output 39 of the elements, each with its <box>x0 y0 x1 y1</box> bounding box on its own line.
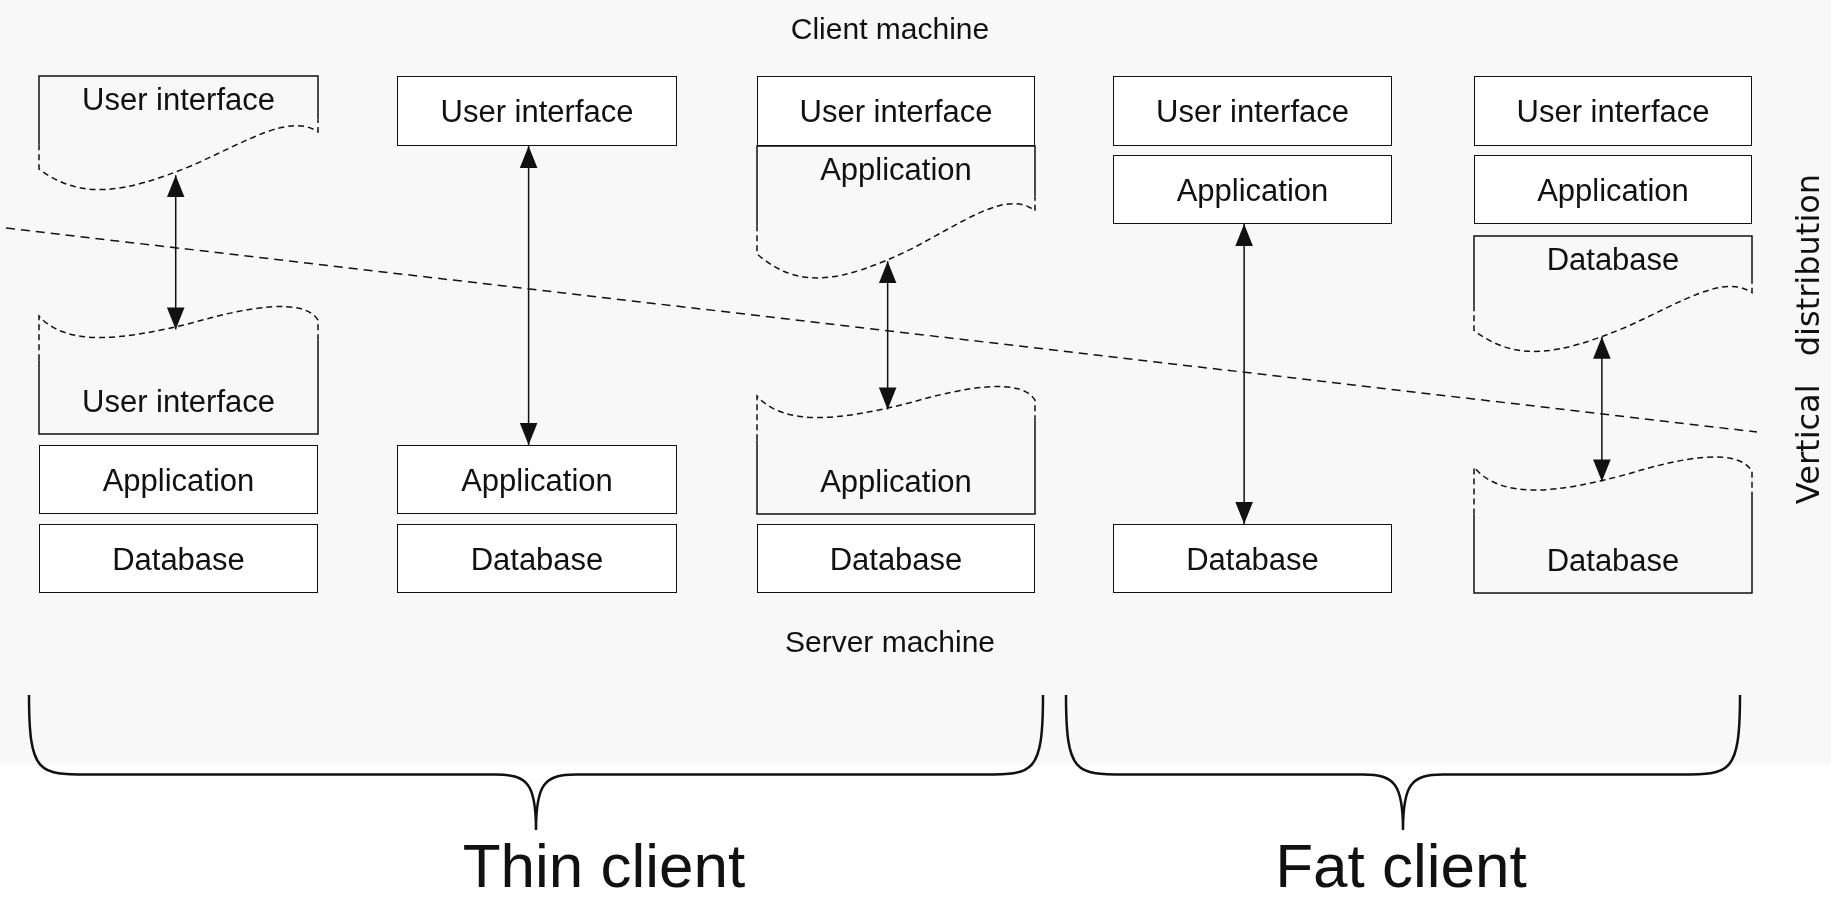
axis-label: Vertical distribution <box>1789 173 1827 505</box>
machine-label: Client machine <box>790 12 990 46</box>
group-label: Fat client <box>1275 829 1527 901</box>
layer-box <box>1474 76 1752 146</box>
layer-box <box>1113 524 1392 593</box>
layer-box <box>397 524 677 593</box>
layer-box <box>757 76 1035 146</box>
double-arrow <box>519 145 538 446</box>
layer-box <box>1113 76 1392 146</box>
layer-label: Application <box>1175 172 1330 209</box>
layer-label: User interface <box>1515 94 1711 130</box>
double-arrow <box>1235 223 1253 525</box>
layer-box <box>757 524 1035 593</box>
double-arrow <box>166 174 185 331</box>
layer-label: User interface <box>1155 94 1350 130</box>
layer-label: Database <box>1545 543 1681 579</box>
layer-box <box>1474 155 1752 224</box>
layer-label: Application <box>819 152 973 188</box>
layer-label: Application <box>819 464 973 500</box>
layer-label: Database <box>469 541 605 578</box>
group-label: Thin client <box>462 829 746 901</box>
layer-label: Database <box>111 541 246 578</box>
double-arrow <box>1593 336 1611 483</box>
layer-label: User interface <box>798 94 994 130</box>
layer-label: Application <box>460 462 614 499</box>
layer-label: Database <box>1545 242 1681 278</box>
layer-box <box>39 524 318 593</box>
layer-label: Database <box>1185 541 1320 578</box>
layer-box <box>397 445 677 514</box>
layer-box <box>1113 155 1392 224</box>
layer-label: User interface <box>439 94 635 130</box>
layer-label: Application <box>101 462 256 499</box>
layer-box <box>39 445 318 514</box>
layer-label: Database <box>828 541 964 578</box>
layer-label: User interface <box>81 384 276 420</box>
layer-label: Application <box>1536 172 1690 209</box>
layer-label: User interface <box>81 82 276 118</box>
layer-box <box>397 76 677 146</box>
machine-label: Server machine <box>784 625 996 659</box>
